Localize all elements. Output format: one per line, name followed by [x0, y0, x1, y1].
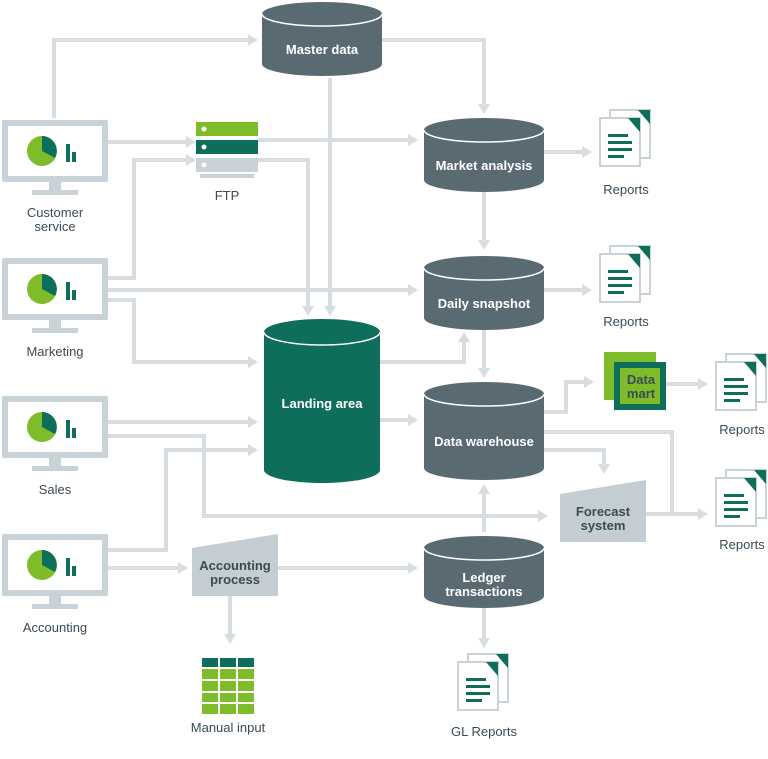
svg-text:Daily snapshot: Daily snapshot	[438, 296, 531, 311]
svg-text:GL Reports: GL Reports	[451, 724, 517, 739]
document-icon	[715, 353, 767, 411]
svg-text:Ledger: Ledger	[462, 570, 505, 585]
reports-snapshot: Reports	[599, 245, 651, 329]
db-daily-snapshot: Daily snapshot	[423, 256, 545, 330]
svg-text:Reports: Reports	[719, 537, 765, 552]
svg-text:transactions: transactions	[445, 584, 522, 599]
source-marketing: Marketing	[2, 258, 108, 359]
reports-market: Reports	[599, 109, 651, 197]
svg-text:Accounting: Accounting	[23, 620, 87, 635]
svg-text:Master data: Master data	[286, 42, 359, 57]
db-data-warehouse: Data warehouse	[423, 382, 545, 480]
svg-text:Marketing: Marketing	[26, 344, 83, 359]
svg-text:service: service	[34, 219, 75, 234]
svg-text:Reports: Reports	[603, 182, 649, 197]
manual-input: Manual input	[191, 658, 266, 735]
data-mart: Data mart	[604, 352, 666, 410]
svg-text:Data: Data	[627, 372, 656, 387]
svg-text:FTP: FTP	[215, 188, 240, 203]
db-market-analysis: Market analysis	[423, 118, 545, 192]
db-master-data: Master data	[261, 2, 383, 76]
document-icon	[715, 469, 767, 527]
reports-forecast: Reports	[715, 469, 767, 552]
monitor-chart-icon	[2, 120, 108, 195]
monitor-chart-icon	[2, 258, 108, 333]
svg-text:Landing area: Landing area	[282, 396, 364, 411]
svg-text:Customer: Customer	[27, 205, 84, 220]
reports-data-mart: Reports	[715, 353, 767, 437]
svg-text:Accounting: Accounting	[199, 558, 271, 573]
accounting-process: Accounting process	[192, 534, 278, 596]
svg-text:process: process	[210, 572, 260, 587]
server-icon	[196, 122, 258, 136]
source-customer-service: Customer service	[2, 120, 108, 234]
document-icon	[599, 245, 651, 303]
svg-text:mart: mart	[627, 386, 656, 401]
db-landing-area: Landing area	[263, 319, 381, 483]
svg-text:Manual input: Manual input	[191, 720, 266, 735]
svg-text:Reports: Reports	[603, 314, 649, 329]
svg-text:Forecast: Forecast	[576, 504, 631, 519]
document-icon	[599, 109, 651, 167]
svg-text:Sales: Sales	[39, 482, 72, 497]
source-sales: Sales	[2, 396, 108, 497]
svg-text:Data warehouse: Data warehouse	[434, 434, 534, 449]
source-accounting: Accounting	[2, 534, 108, 635]
flow-lines	[52, 34, 708, 648]
forecast-system: Forecast system	[560, 480, 646, 542]
svg-text:Reports: Reports	[719, 422, 765, 437]
document-icon	[457, 653, 509, 711]
svg-text:Market analysis: Market analysis	[436, 158, 533, 173]
db-ledger-transactions: Ledger transactions	[423, 536, 545, 608]
ftp-server: FTP	[196, 122, 258, 203]
monitor-chart-icon	[2, 534, 108, 609]
monitor-chart-icon	[2, 396, 108, 471]
svg-text:system: system	[581, 518, 626, 533]
gl-reports: GL Reports	[451, 653, 517, 739]
